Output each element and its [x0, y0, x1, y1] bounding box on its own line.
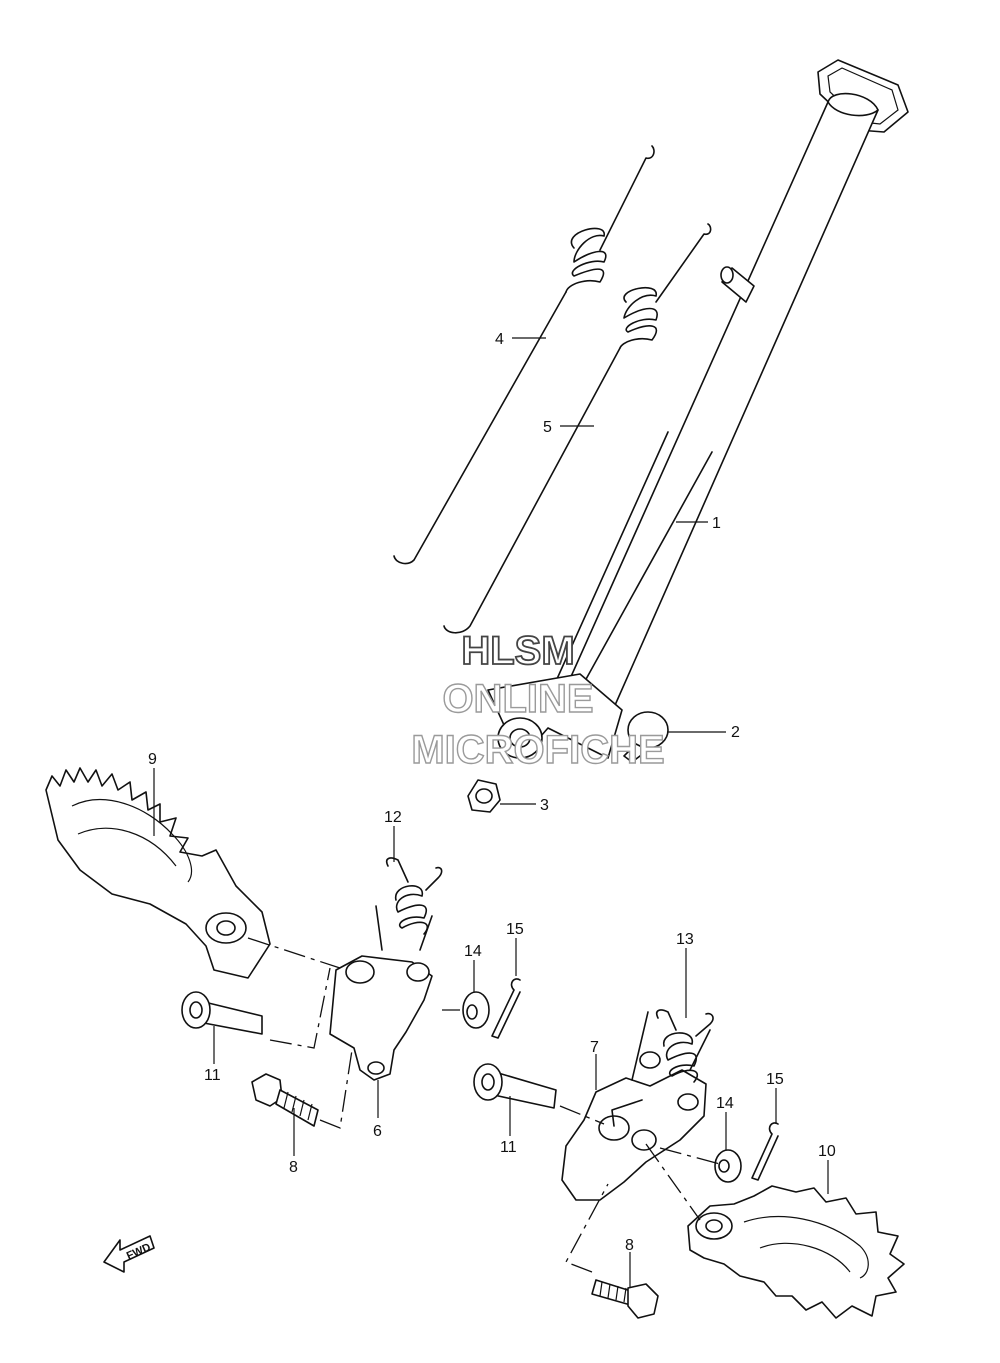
nut-part-3 [467, 779, 501, 813]
callout-4: 4 [495, 331, 504, 348]
cotter-pin-part-15-right [751, 1122, 779, 1181]
bolt-part-2 [623, 711, 669, 763]
callout-14b: 14 [716, 1095, 734, 1112]
callout-10: 10 [818, 1143, 836, 1160]
callout-15a: 15 [506, 921, 524, 938]
watermark: HLSM ONLINE MICROFICHE [411, 628, 666, 773]
washer-part-14-right [714, 1149, 742, 1183]
callout-13: 13 [676, 931, 694, 948]
callout-11b: 11 [500, 1139, 517, 1156]
callout-9: 9 [148, 751, 157, 768]
assembly-lines [247, 905, 721, 1273]
spring-part-4 [393, 145, 655, 565]
callout-8b: 8 [625, 1237, 634, 1254]
callout-3: 3 [540, 797, 549, 814]
fwd-label: FWD [125, 1241, 153, 1262]
bracket-part-6 [329, 955, 433, 1081]
callout-11a: 11 [204, 1067, 221, 1084]
pin-part-11-right [473, 1063, 557, 1109]
spring-part-12 [385, 857, 443, 935]
callout-5: 5 [543, 419, 552, 436]
footpeg-part-10 [687, 1185, 905, 1319]
bracket-part-7 [561, 1051, 707, 1201]
fwd-arrow-icon: FWD [103, 1235, 155, 1273]
callout-7: 7 [590, 1039, 599, 1056]
callout-12: 12 [384, 809, 402, 826]
callout-15b: 15 [766, 1071, 784, 1088]
callout-2: 2 [731, 724, 740, 741]
spring-part-13 [655, 1009, 714, 1083]
callout-1: 1 [712, 515, 721, 532]
callout-labels: 1 2 3 4 5 6 7 8 8 9 10 11 11 12 13 14 14… [148, 331, 836, 1254]
cotter-pin-part-15-left [491, 978, 521, 1039]
bolt-part-8-right [591, 1279, 659, 1319]
footpeg-part-9 [45, 767, 271, 979]
leader-lines [153, 337, 829, 1288]
watermark-line-2: ONLINE [442, 677, 593, 721]
stand-part-1 [487, 59, 909, 761]
pin-part-11-left [181, 991, 263, 1035]
callout-14a: 14 [464, 943, 482, 960]
spring-part-5 [443, 223, 712, 634]
callout-8a: 8 [289, 1159, 298, 1176]
bolt-part-8-left [251, 1073, 319, 1127]
watermark-line-3: MICROFICHE [411, 728, 664, 772]
washer-part-14-left [462, 991, 490, 1029]
watermark-line-1: HLSM [461, 629, 574, 673]
callout-6: 6 [373, 1123, 382, 1140]
